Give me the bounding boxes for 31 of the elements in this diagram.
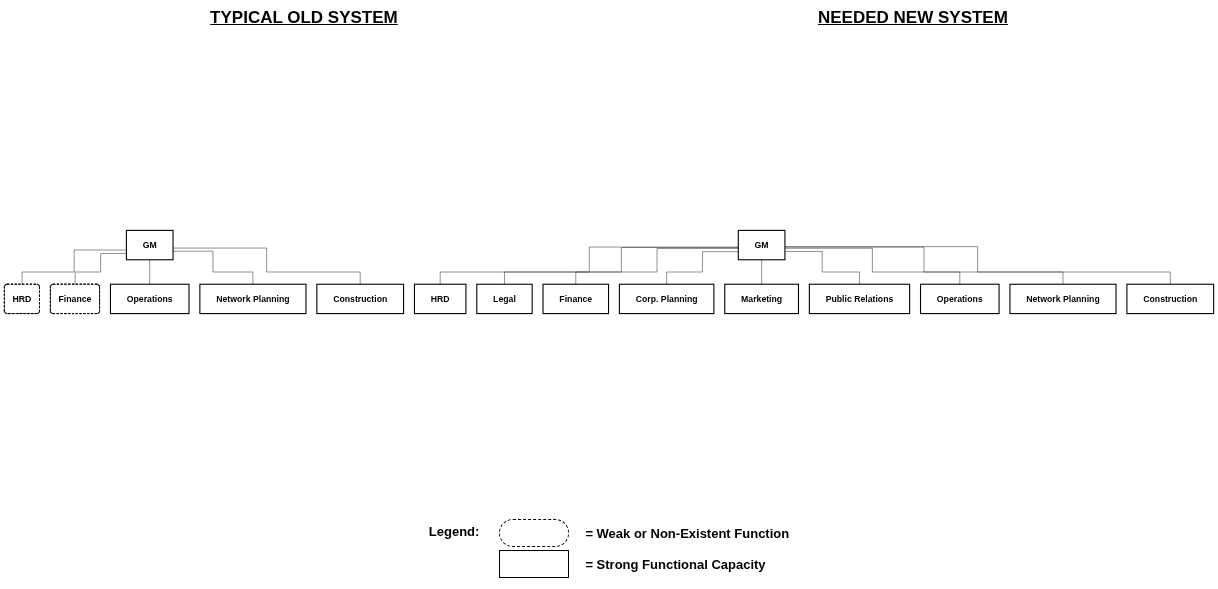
legend-text: = Strong Functional Capacity bbox=[585, 556, 766, 572]
node-box: HRD bbox=[413, 283, 467, 315]
node-box: Public Relations bbox=[808, 283, 911, 315]
node-box: Network Planning bbox=[1009, 283, 1117, 315]
connector bbox=[666, 251, 739, 285]
connector bbox=[784, 248, 961, 285]
node-box: Legal bbox=[476, 283, 533, 315]
connector bbox=[575, 248, 739, 285]
node-box: GM bbox=[737, 229, 786, 261]
key-heading: Legend: bbox=[428, 524, 480, 539]
connector bbox=[784, 246, 1171, 285]
node-box: Construction bbox=[316, 283, 405, 315]
node-box: GM bbox=[125, 229, 174, 261]
connector bbox=[784, 246, 1064, 285]
connector bbox=[74, 253, 127, 285]
connector bbox=[21, 249, 127, 285]
connector bbox=[504, 247, 739, 285]
section-heading: TYPICAL OLD SYSTEM bbox=[210, 8, 398, 28]
connector bbox=[439, 246, 739, 285]
node-box: Construction bbox=[1126, 283, 1215, 315]
node-box: Finance bbox=[542, 283, 610, 315]
node-box: Network Planning bbox=[199, 283, 307, 315]
node-box: Marketing bbox=[724, 283, 799, 315]
node-box: Corp. Planning bbox=[618, 283, 715, 315]
connector bbox=[149, 259, 150, 285]
node-box: Operations bbox=[109, 283, 190, 315]
connector bbox=[761, 259, 762, 285]
node-box: Operations bbox=[919, 283, 1000, 315]
connector bbox=[784, 251, 860, 285]
section-heading: NEEDED NEW SYSTEM bbox=[818, 8, 1008, 28]
legend-text: = Weak or Non-Existent Function bbox=[585, 525, 790, 541]
